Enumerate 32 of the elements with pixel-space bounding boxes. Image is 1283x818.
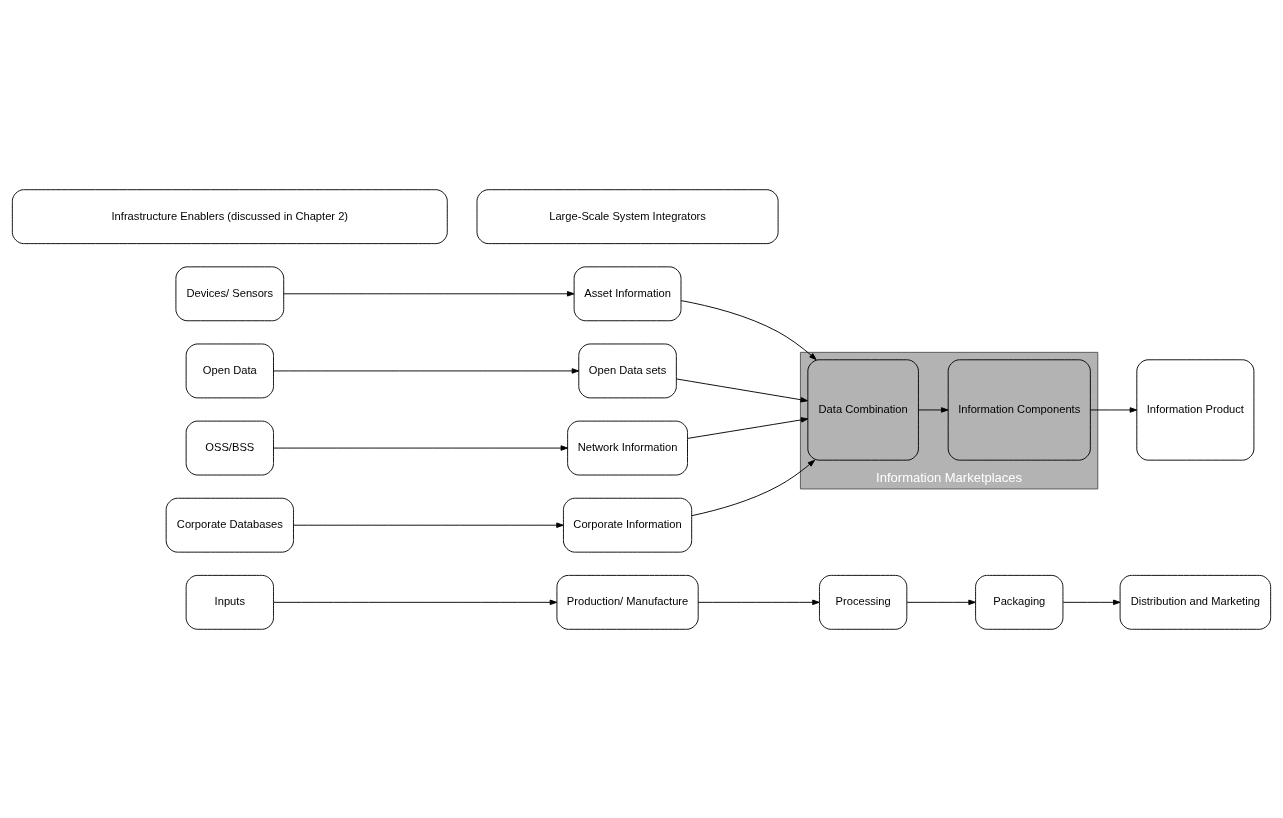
- node-box: Corporate Information: [562, 497, 693, 553]
- arrow: [293, 521, 564, 528]
- node-box: Open Data: [185, 343, 274, 398]
- node-box: Asset Information: [573, 265, 682, 321]
- arrow: [906, 599, 976, 605]
- node-box: Processing: [819, 574, 908, 630]
- node-box: Packaging: [975, 574, 1064, 630]
- arrow: [273, 367, 580, 374]
- node-box: Information Product: [1136, 358, 1255, 461]
- arrow: [918, 406, 949, 413]
- arrow: [273, 599, 558, 605]
- node-box: Distribution and Marketing: [1119, 574, 1272, 630]
- arrow: [1090, 406, 1138, 413]
- node-box: Data Combination: [807, 358, 919, 461]
- node-box: Infrastructure Enablers (discussed in Chapter 2): [11, 188, 448, 244]
- node-box: Devices/ Sensors: [175, 265, 285, 321]
- node-box: Corporate Databases: [165, 497, 294, 553]
- arrow: [697, 599, 820, 605]
- node-box: Inputs: [185, 574, 274, 630]
- node-box: Open Data sets: [578, 343, 677, 398]
- node-box: Network Information: [567, 420, 688, 475]
- arrow: [691, 459, 816, 516]
- arrow: [675, 377, 808, 402]
- node-box: OSS/BSS: [185, 420, 274, 475]
- arrow: [283, 290, 575, 297]
- arrow: [1062, 599, 1121, 605]
- arrow: [687, 416, 809, 439]
- node-box: Production/ Manufacture: [556, 574, 699, 630]
- arrow: [273, 444, 568, 451]
- node-box: Large-Scale System Integrators: [476, 188, 779, 244]
- arrow: [680, 299, 817, 360]
- node-box: Information Components: [947, 358, 1091, 461]
